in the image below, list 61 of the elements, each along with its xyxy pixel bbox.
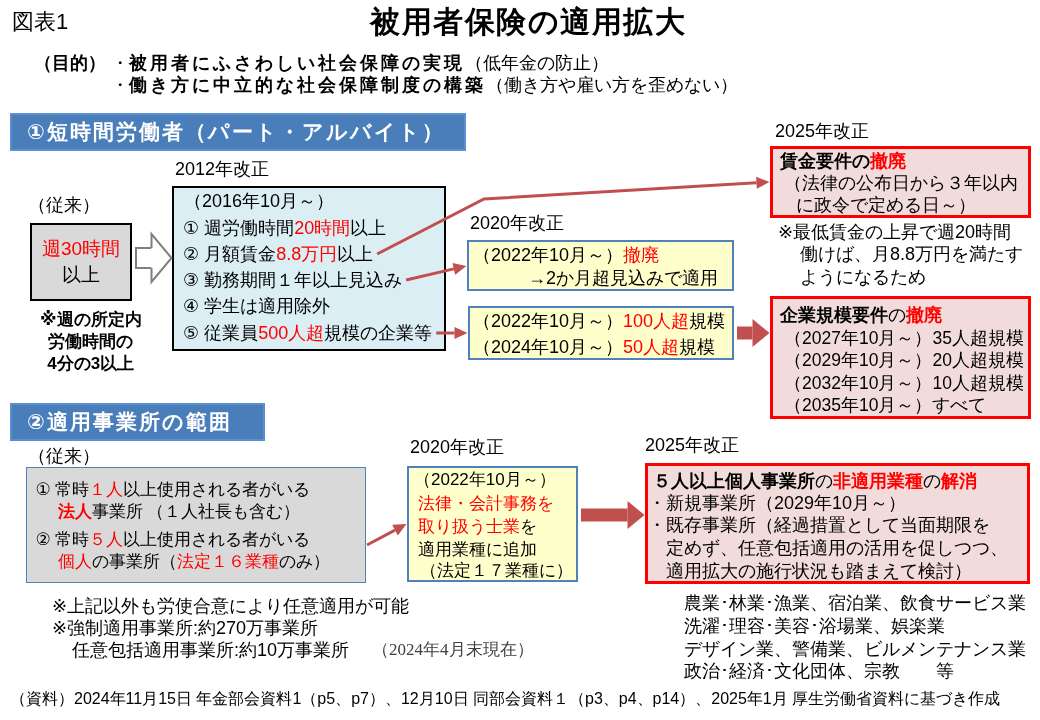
text-line: （法律の公布日から３年以内に政令で定める日～） (784, 172, 1018, 216)
block-arrow (581, 501, 645, 529)
revision-box (770, 296, 1031, 419)
column-heading: 2020年改正 (410, 436, 505, 458)
list-item: ① 常時１人以上使用される者がいる法人事業所 （１人社長も含む） (35, 478, 311, 523)
list-item: ・新規事業所（2029年10月～） (648, 492, 907, 514)
purpose-label: （目的） (34, 52, 106, 74)
note-text: ※週の所定内労働時間の4分の3以上 (40, 309, 142, 375)
status-label: （従来） (28, 194, 100, 216)
arrow (436, 327, 468, 339)
list-item: （2035年10月～）すべて (784, 394, 987, 416)
block-arrow (737, 319, 770, 347)
list-item: （2029年10月～）20人超規模 (784, 349, 1024, 371)
condition-box (26, 467, 366, 583)
note-text: 任意包括適用事業所:約10万事業所 (72, 639, 350, 661)
list-item: 政治･経済･文化団体、宗教 等 (684, 660, 954, 682)
list-item: ③ 勤務期間１年以上見込み (183, 269, 403, 291)
source-note: （資料）2024年11月15日 年金部会資料1（p5、p7）、12月10日 同部会資料１（p3、p4、p14）、2025年1月 厚生労働省資料に基づき作成 (10, 689, 1001, 709)
column-heading: 2020年改正 (470, 212, 565, 234)
figure-number: 図表1 (12, 8, 69, 36)
arrow (376, 176, 770, 256)
box-title: 賃金要件の撤廃 (780, 150, 906, 172)
date-note: （2024年4月末現在） (372, 639, 534, 661)
list-item: ② 常時５人以上使用される者がいる個人の事業所（法定１６業種のみ） (35, 528, 330, 573)
text-line: （2022年10月～）撤廃 (473, 244, 660, 266)
list-item: （2027年10月～）35人超規模 (784, 327, 1024, 349)
text-line: （2022年10月～）100人超規模 (473, 310, 726, 332)
date-text: （2016年10月～） (184, 190, 335, 212)
list-item: ④ 学生は適用除外 (183, 295, 331, 317)
condition-box: 週30時間以上 (30, 223, 132, 301)
purpose-text: ・被用者にふさわしい社会保障の実現（低年金の防止） (111, 52, 609, 74)
list-item: （2032年10月～）10人超規模 (784, 372, 1024, 394)
arrow (405, 263, 467, 282)
revision-box (468, 306, 734, 360)
text-line: →2か月超見込みで適用 (528, 267, 718, 289)
box-title: 企業規模要件の撤廃 (780, 304, 942, 326)
column-heading: 2025年改正 (645, 434, 740, 456)
note-text: ※最低賃金の上昇で週20時間働けば、月8.8万円を満たすようになるため (778, 220, 1024, 289)
column-heading: 2025年改正 (775, 120, 870, 142)
note-text: ※上記以外も労使合意により任意適用が可能 (52, 595, 410, 617)
list-item: ② 月額賃金8.8万円以上 (183, 243, 374, 265)
date-text: （2022年10月～） (414, 469, 556, 491)
list-item: ⑤ 従業員500人超規模の企業等 (183, 322, 433, 344)
box-title: ５人以上個人事業所の非適用業種の解消 (653, 470, 977, 492)
note-text: ※強制適用事業所:約270万事業所 (52, 617, 319, 639)
status-label: （従来） (28, 445, 100, 467)
list-item: デザイン業、警備業、ビルメンテナンス業 (684, 638, 1026, 660)
text-line: （2024年10月～）50人超規模 (473, 336, 716, 358)
list-item: 洗濯･理容･美容･浴場業、娯楽業 (684, 615, 945, 637)
text-line: （法定１７業種に） (420, 560, 573, 582)
arrow (366, 524, 407, 547)
hollow-arrow (135, 233, 173, 283)
purpose-text: ・働き方に中立的な社会保障制度の構築（働き方や雇い方を歪めない） (111, 74, 738, 96)
section-banner: ①短時間労働者（パート・アルバイト） (10, 113, 466, 151)
list-item: ・既存事業所（経過措置として当面期限を定めず、任意包括適用の活用を促しつつ、適用拡大の施行状況も踏まえて検討） (648, 513, 1008, 583)
section-banner: ②適用事業所の範囲 (10, 403, 265, 441)
list-item: 農業･林業･漁業、宿泊業、飲食サービス業 (684, 592, 1026, 614)
column-heading: 2012年改正 (175, 158, 270, 180)
text-line: 法律・会計事務を取り扱う士業を適用業種に追加 (418, 492, 554, 561)
title: 被用者保険の適用拡大 (370, 4, 686, 40)
list-item: ① 週労働時間20時間以上 (183, 217, 387, 239)
